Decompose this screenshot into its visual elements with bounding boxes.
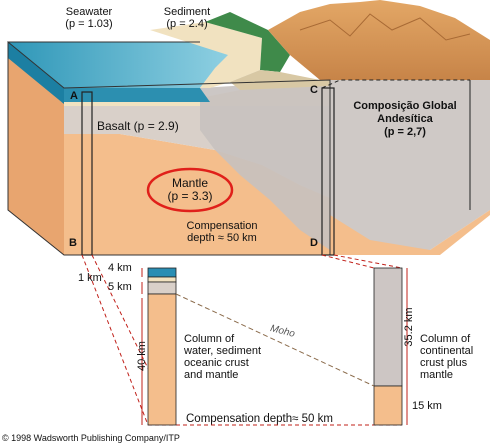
continental-title-2: Andesítica [377, 113, 433, 125]
continental-description-1: Column of [420, 333, 471, 345]
projection-line-a-right [91, 254, 177, 426]
point-d-label: D [310, 237, 318, 249]
oceanic-column-mantle [147, 293, 177, 426]
column-cd-dashed-top [321, 79, 470, 89]
point-c-label: C [310, 84, 318, 96]
mountain-ridges [299, 13, 471, 41]
oceanic-mantle-thickness: 40 km [136, 341, 148, 371]
land-surface [230, 70, 330, 90]
moho-line [175, 293, 375, 387]
continental-right-face [330, 80, 490, 250]
projection-line-c-left [321, 254, 375, 269]
compensation-depth-label: depth ≈ 50 km [187, 232, 257, 244]
seawater-density: (p = 1.03) [65, 18, 113, 30]
oceanic-column-water [147, 267, 177, 278]
continental-density: (p = 2,7) [384, 126, 426, 138]
mantle-label: Mantle [171, 176, 209, 190]
continental-description-4: mantle [420, 369, 454, 381]
bottom-compensation-label: Compensation depth≈ 50 km [186, 413, 333, 425]
seawater-label: Seawater [65, 6, 113, 18]
compensation-label: Compensation [186, 220, 258, 232]
oceanic-crust-thickness: 1 km [78, 272, 102, 284]
point-b-label: B [69, 237, 77, 249]
oceanic-column-crust [147, 281, 177, 295]
column-ab-box [81, 91, 93, 256]
sediment-surface [150, 22, 262, 88]
continental-description-3: crust plus [420, 357, 468, 369]
seawater-front [64, 88, 210, 102]
forest-strip [205, 12, 290, 72]
continental-crust-thickness: 35.2 km [403, 307, 415, 347]
column-cd-box [321, 87, 335, 256]
projection-line-c-right [333, 254, 403, 269]
continental-column-mantle [373, 385, 403, 426]
oceanic-description-3: oceanic crust [184, 357, 249, 369]
oceanic-water-thickness: 4 km [108, 262, 132, 274]
basalt-label: Basalt (p = 2.9) [97, 119, 179, 133]
sediment-density: (p = 2.4) [166, 18, 208, 30]
mantle-highlight-circle [146, 167, 234, 213]
ocean-surface [8, 42, 230, 88]
continental-mantle-right [330, 210, 490, 255]
projection-line-a-left [81, 254, 149, 426]
continental-title-1: Composição Global [353, 100, 457, 112]
oceanic-description-4: and mantle [184, 369, 239, 381]
point-a-label: A [70, 90, 78, 102]
continental-mantle-thickness: 15 km [412, 400, 442, 412]
oceanic-description-1: Column of [184, 333, 235, 345]
oceanic-column-sediment [147, 276, 177, 283]
oceanic-sediment-thickness: 5 km [108, 281, 132, 293]
mantle-density: (p = 3.3) [167, 189, 213, 203]
continental-column-crust [373, 267, 403, 387]
continental-description-2: continental [420, 345, 474, 357]
mountains [268, 0, 490, 80]
continental-crust-front [200, 80, 330, 250]
block-left-face [8, 42, 64, 255]
sediment-label: Sediment [163, 6, 211, 18]
block-left-water-face [8, 42, 64, 104]
copyright-credit: © 1998 Wadsworth Publishing Company/ITP [2, 433, 180, 443]
oceanic-description-2: water, sediment [184, 345, 262, 357]
mantle-front [64, 134, 330, 255]
